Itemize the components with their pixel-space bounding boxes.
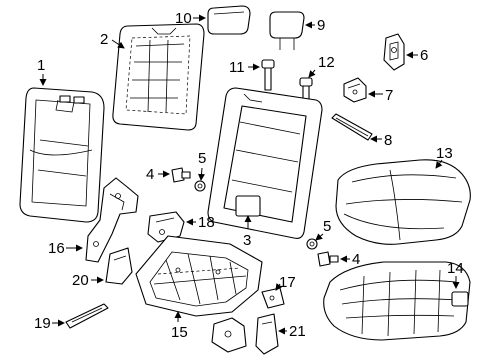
callout-7: 7 <box>385 87 393 104</box>
callout-11: 11 <box>229 59 245 76</box>
leader-2 <box>111 39 125 49</box>
leader-13 <box>435 159 443 169</box>
part-4-bolt-right[interactable] <box>317 251 339 267</box>
callout-5a: 5 <box>198 150 206 167</box>
callout-8: 8 <box>384 132 392 149</box>
callout-3: 3 <box>243 232 251 249</box>
part-20-trim-piece[interactable] <box>105 247 133 285</box>
part-5-washer-left[interactable] <box>194 180 206 192</box>
part-9-headrest[interactable] <box>269 11 305 50</box>
callout-16: 16 <box>48 240 65 257</box>
callout-4a: 4 <box>146 166 154 183</box>
callout-21: 21 <box>289 323 306 340</box>
part-19-strap[interactable] <box>65 303 109 329</box>
callout-2: 2 <box>100 31 108 48</box>
part-8-trim-strip[interactable] <box>331 113 373 141</box>
callout-12: 12 <box>318 54 335 71</box>
callout-9: 9 <box>317 17 325 34</box>
part-16-side-bracket[interactable] <box>85 177 139 263</box>
callout-17: 17 <box>279 274 296 291</box>
leader-5b <box>315 233 324 241</box>
part-5-washer-right[interactable] <box>306 238 318 250</box>
callout-15: 15 <box>171 324 188 341</box>
callout-6: 6 <box>420 47 428 64</box>
callout-19: 19 <box>34 315 51 332</box>
part-11-headrest-guide[interactable] <box>261 59 275 91</box>
callout-10: 10 <box>175 10 192 27</box>
lower-hinge-bracket <box>211 317 247 353</box>
part-21-side-cover[interactable] <box>255 313 279 355</box>
part-1-seat-back-cover[interactable] <box>19 87 105 223</box>
part-17-latch-bracket[interactable] <box>261 287 285 309</box>
part-3-seat-back-frame[interactable] <box>207 87 323 239</box>
part-6-bracket[interactable] <box>383 33 405 71</box>
callout-13: 13 <box>436 145 453 162</box>
part-2-seat-back-pad[interactable] <box>112 23 205 131</box>
leader-5a <box>198 167 205 181</box>
part-13-seat-cushion[interactable] <box>335 159 471 245</box>
part-4-bolt-left[interactable] <box>171 167 191 183</box>
callout-5b: 5 <box>323 218 331 235</box>
callout-14: 14 <box>447 260 464 277</box>
leader-12 <box>308 69 316 78</box>
part-7-latch-bracket[interactable] <box>343 77 367 103</box>
callout-1: 1 <box>37 57 45 74</box>
part-10-headrest[interactable] <box>207 5 251 35</box>
part-15-seat-frame[interactable] <box>135 235 263 317</box>
callout-4b: 4 <box>352 251 360 268</box>
part-14-cushion-frame[interactable] <box>323 261 471 341</box>
callout-20: 20 <box>72 272 89 289</box>
callout-18: 18 <box>198 214 215 231</box>
leader-17 <box>275 283 283 291</box>
part-18-hinge-bracket[interactable] <box>147 211 185 243</box>
